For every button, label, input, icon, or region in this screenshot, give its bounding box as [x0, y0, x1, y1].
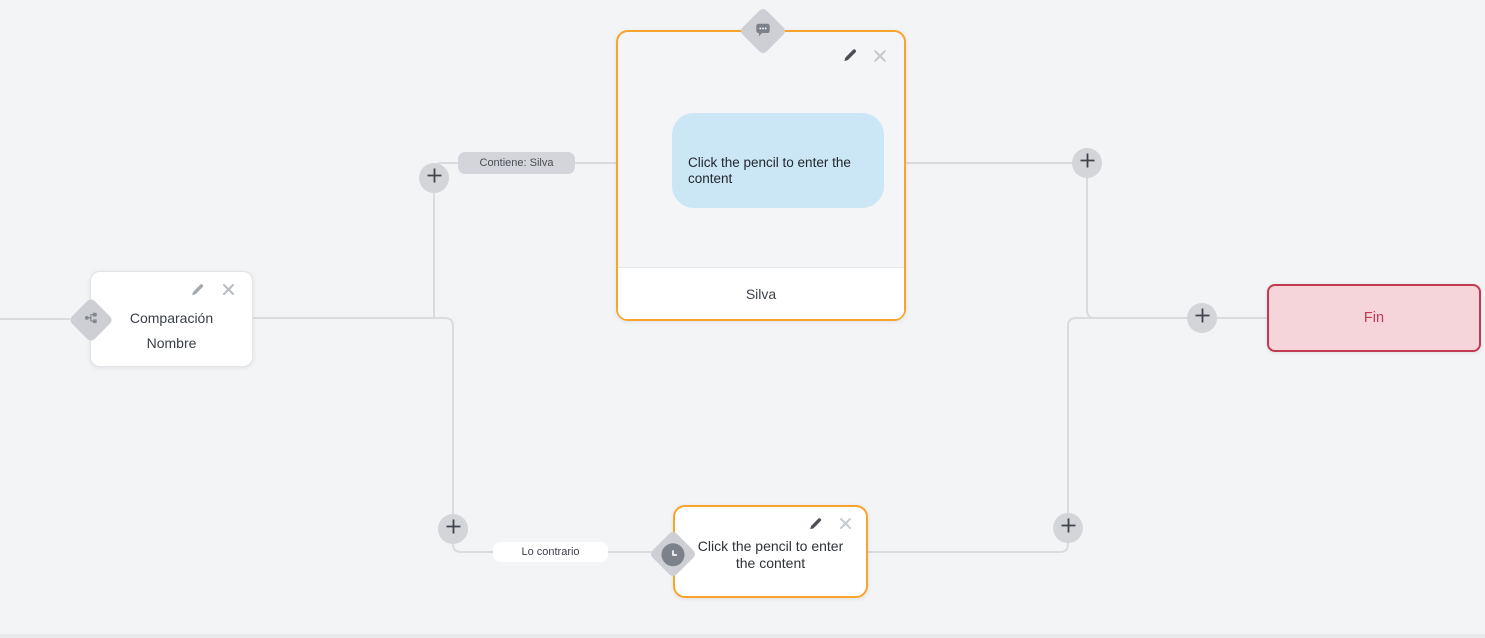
edge-condition-to-wait	[253, 317, 660, 553]
end-node-label: Fin	[1363, 310, 1385, 326]
clock-icon	[661, 542, 684, 565]
condition-node[interactable]: Comparación Nombre	[68, 271, 253, 367]
message-type-badge	[738, 6, 788, 56]
plus-icon	[445, 518, 462, 540]
message-preview-bubble: Click the pencil to enter the content	[672, 113, 884, 208]
add-node-button[interactable]	[1072, 148, 1102, 178]
delete-node-button[interactable]	[836, 517, 854, 535]
add-node-button[interactable]	[438, 514, 468, 544]
delete-node-button[interactable]	[219, 283, 237, 301]
end-node[interactable]: Fin	[1267, 284, 1481, 352]
delete-node-button[interactable]	[871, 49, 889, 67]
edit-node-button[interactable]	[840, 49, 858, 67]
message-node[interactable]: Click the pencil to enter the content Si…	[616, 6, 906, 321]
pencil-icon	[841, 47, 858, 69]
add-node-button[interactable]	[419, 163, 449, 193]
branch-icon	[84, 310, 99, 330]
close-icon	[839, 517, 852, 535]
edge-label-contains: Contiene: Silva	[458, 152, 575, 174]
message-placeholder-text: Click the pencil to enter the content	[688, 155, 851, 186]
edit-node-button[interactable]	[188, 283, 206, 301]
message-node-footer: Silva	[618, 267, 904, 319]
wait-node[interactable]: Click the pencil to enter the content	[648, 505, 868, 598]
message-node-name: Silva	[745, 285, 777, 302]
add-node-button[interactable]	[1187, 303, 1217, 333]
add-node-button[interactable]	[1053, 513, 1083, 543]
close-icon	[222, 283, 235, 301]
edge-label-otherwise: Lo contrario	[493, 542, 608, 562]
wait-type-badge	[648, 529, 697, 578]
plus-icon	[1194, 307, 1211, 329]
wait-placeholder-text: Click the pencil to enter the content	[697, 538, 844, 571]
edge-condition-to-message	[433, 162, 616, 318]
plus-icon	[1079, 152, 1096, 174]
message-icon	[755, 21, 772, 42]
pencil-icon	[189, 282, 205, 303]
edge-message-to-end	[906, 162, 1267, 319]
condition-node-title: Comparación Nombre	[129, 310, 214, 351]
pencil-icon	[807, 516, 823, 537]
canvas-bottom-edge	[0, 634, 1485, 638]
close-icon	[873, 49, 887, 68]
edge-wait-to-end	[868, 317, 1267, 553]
condition-type-badge	[68, 297, 114, 343]
plus-icon	[1060, 517, 1077, 539]
plus-icon	[426, 167, 443, 189]
edit-node-button[interactable]	[806, 517, 824, 535]
